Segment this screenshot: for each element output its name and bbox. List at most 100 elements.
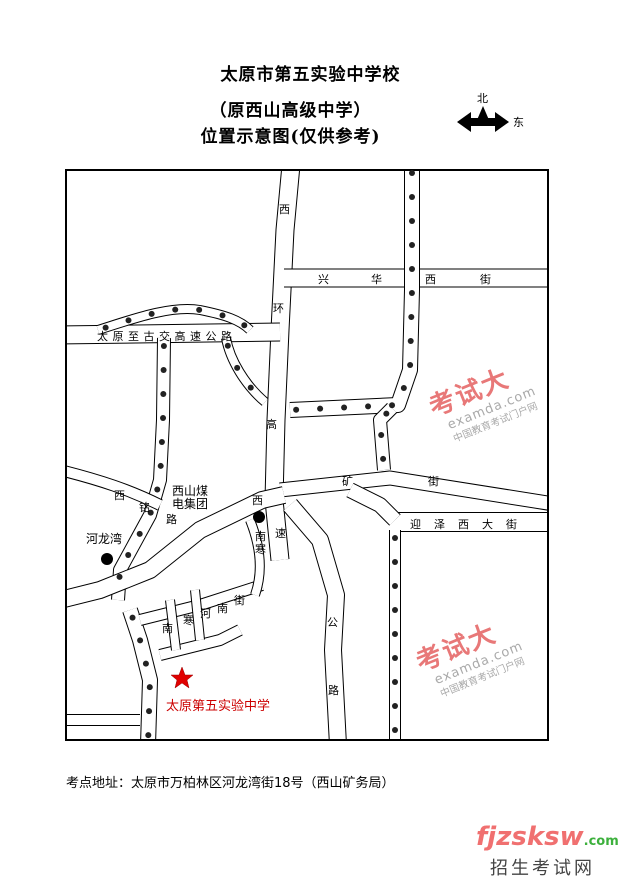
tree-dot: [409, 194, 415, 200]
road-fill: [246, 518, 264, 597]
road-label: 高: [266, 417, 277, 431]
tree-dot: [408, 313, 415, 320]
road-label-gujiao: 太原至古交高速公路: [97, 329, 237, 343]
road-label: 街: [480, 272, 491, 286]
road-fill: [265, 170, 300, 561]
tree-dot: [160, 390, 167, 397]
place-label-helongwan: 河龙湾: [86, 531, 122, 546]
road-fill: [66, 466, 163, 510]
road-fill: [289, 170, 419, 417]
tree-dot: [136, 530, 143, 537]
road-label: 矿: [342, 475, 353, 488]
tree-dot: [102, 324, 109, 331]
exam-address: 考点地址：太原市万柏林区河龙湾街18号（西山矿务局）: [66, 776, 395, 791]
tree-dot: [383, 410, 390, 417]
tree-dot: [392, 559, 398, 565]
landmark-dot: [101, 553, 113, 565]
tree-dot: [409, 266, 415, 272]
tree-dot: [392, 583, 398, 589]
tree-dot: [137, 637, 144, 644]
road-label: 西: [114, 489, 125, 502]
tree-dot: [116, 573, 123, 580]
tree-dot: [146, 684, 153, 691]
compass-east: 东: [513, 116, 524, 129]
map-caption: 位置示意图(仅供参考): [200, 127, 381, 147]
tree-dot: [407, 361, 414, 368]
tree-dot: [378, 431, 385, 438]
road-label: 西: [252, 494, 263, 507]
tree-dot: [293, 406, 300, 413]
tree-dot: [247, 384, 254, 391]
road-fill: [96, 305, 253, 334]
road-label: 寒: [183, 613, 194, 627]
tree-dot: [241, 322, 248, 329]
tree-dot: [392, 727, 398, 733]
road-label: 铭: [139, 500, 150, 514]
tree-dot: [341, 404, 348, 411]
tree-dot: [392, 535, 398, 541]
place-label-xishan: 西山煤: [172, 484, 208, 498]
tree-dot: [400, 384, 407, 391]
road-label: 街: [234, 593, 245, 607]
compass: 北 东: [455, 92, 535, 142]
road-fill: [283, 499, 346, 740]
road-label: 西: [279, 203, 290, 216]
road-fill: [191, 589, 204, 641]
road-label: 路: [328, 684, 339, 697]
road-label: 南: [255, 530, 266, 543]
site-logo: fjzsksw.com 招生考试网: [476, 822, 619, 879]
road-label: 泽: [434, 518, 445, 531]
tree-dot: [125, 551, 132, 558]
road-fill: [158, 625, 243, 660]
compass-north: 北: [477, 92, 488, 105]
road-label: 环: [273, 302, 284, 315]
tree-dot: [409, 170, 415, 176]
road-label: 速: [275, 527, 286, 540]
tree-dot: [154, 486, 161, 493]
tree-dot: [234, 364, 241, 371]
tree-dot: [157, 462, 164, 469]
tree-dot: [317, 405, 324, 412]
tree-dot: [145, 732, 152, 739]
school-star-icon: [170, 666, 194, 689]
map-title: 太原市第五实验中学校: [220, 65, 401, 85]
tree-dot: [392, 679, 398, 685]
compass-arrow-icon: 北 东: [457, 92, 524, 132]
tree-dot: [158, 438, 165, 445]
tree-dot: [407, 337, 414, 344]
tree-dot: [409, 218, 415, 224]
tree-dot: [380, 455, 387, 462]
road-label: 大: [482, 517, 493, 531]
tree-dot: [125, 317, 132, 324]
road-fill: [66, 323, 281, 344]
road-label: 兴: [318, 273, 329, 286]
map-frame: [65, 169, 549, 741]
tree-dot: [160, 342, 167, 349]
tree-dot: [392, 655, 398, 661]
tree-dot: [160, 366, 167, 373]
tree-dot: [148, 310, 155, 317]
road-label: 街: [506, 517, 517, 531]
tree-dot: [129, 614, 136, 621]
tree-dot: [160, 414, 167, 421]
road-label: 西: [425, 273, 436, 286]
road-fill: [346, 483, 400, 525]
road-label: 西: [458, 518, 469, 531]
tree-dot: [224, 342, 231, 349]
tree-dot: [196, 306, 203, 313]
tree-dot: [392, 703, 398, 709]
road-label: 南: [217, 602, 228, 615]
road-label: 街: [428, 474, 439, 488]
tree-dot: [146, 708, 153, 715]
tree-dot: [392, 607, 398, 613]
tree-dot: [408, 289, 415, 296]
road-label: 南: [162, 622, 173, 635]
road-fill: [166, 599, 180, 651]
road-label: 迎: [410, 518, 421, 531]
tree-dot: [409, 242, 415, 248]
road-label: 公: [327, 616, 338, 629]
tree-dot: [392, 631, 398, 637]
road-label: 华: [371, 272, 382, 286]
tree-dot: [365, 403, 372, 410]
school-label: 太原第五实验中学: [166, 698, 270, 714]
